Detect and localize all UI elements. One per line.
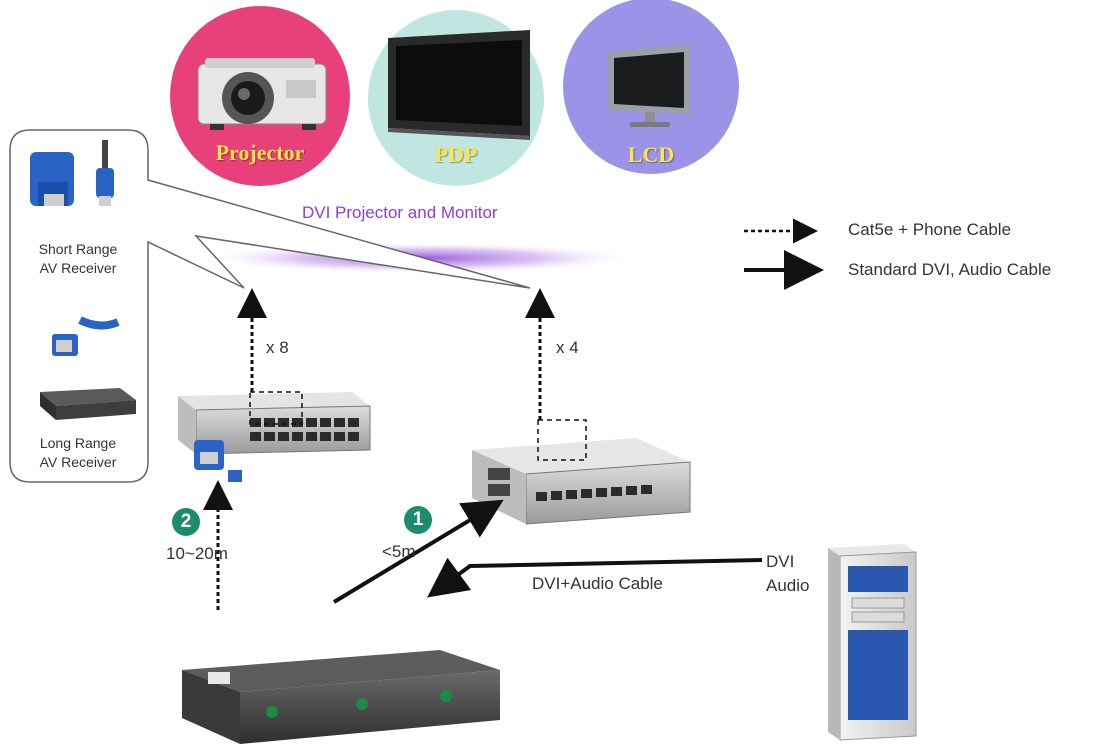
right-count-label: x 4 [556, 338, 579, 357]
splitter-to-right-switch-arrow [332, 499, 504, 604]
right-switch-device [472, 438, 691, 525]
pc-audio-label: Audio [766, 576, 810, 595]
pc-to-splitter-cable [427, 557, 763, 598]
left-port-highlight [249, 391, 303, 425]
receiver-callout-box [9, 129, 531, 483]
step-2-distance-label: 10~20m [166, 544, 228, 563]
step-2-badge: 2 [172, 508, 200, 536]
projector-caption-wrap: Projector [170, 140, 350, 170]
long-range-receiver-label: Long Range AV Receiver [26, 434, 130, 472]
left-switch-device [178, 392, 371, 482]
long-range-line1: Long Range [39, 435, 117, 451]
step-1-distance-label: <5m [382, 542, 416, 561]
left-count-label: x 8 [266, 338, 289, 357]
lcd-caption-wrap: LCD [563, 142, 739, 172]
projector-label: Projector [215, 140, 305, 165]
long-range-line2: AV Receiver [39, 454, 117, 470]
short-range-receiver-label: Short Range AV Receiver [28, 240, 128, 278]
lcd-label: LCD [627, 142, 675, 167]
step-1-badge: 1 [404, 506, 432, 534]
lcd-monitor-icon [608, 44, 690, 127]
short-range-receiver-icon [30, 140, 114, 206]
pc-tower-icon [828, 544, 917, 741]
legend-dashed-label: Cat5e + Phone Cable [848, 220, 1012, 239]
long-range-receiver-icon [40, 316, 136, 420]
short-range-line1: Short Range [38, 241, 118, 257]
pdp-label: PDP [434, 142, 478, 167]
pdp-caption-wrap: PDP [368, 142, 544, 172]
projector-icon [197, 58, 327, 130]
pc-dvi-label: DVI [766, 552, 795, 571]
short-range-line2: AV Receiver [39, 260, 117, 276]
dvi-audio-cable-label: DVI+Audio Cable [532, 574, 663, 593]
legend-solid-label: Standard DVI, Audio Cable [848, 260, 1052, 279]
pc-output-label: DVI Audio [766, 550, 809, 598]
dvi-projector-monitor-label: DVI Projector and Monitor [302, 203, 498, 222]
plasma-tv-icon [388, 30, 530, 140]
splitter-device [182, 650, 500, 744]
right-port-highlight [537, 419, 587, 461]
